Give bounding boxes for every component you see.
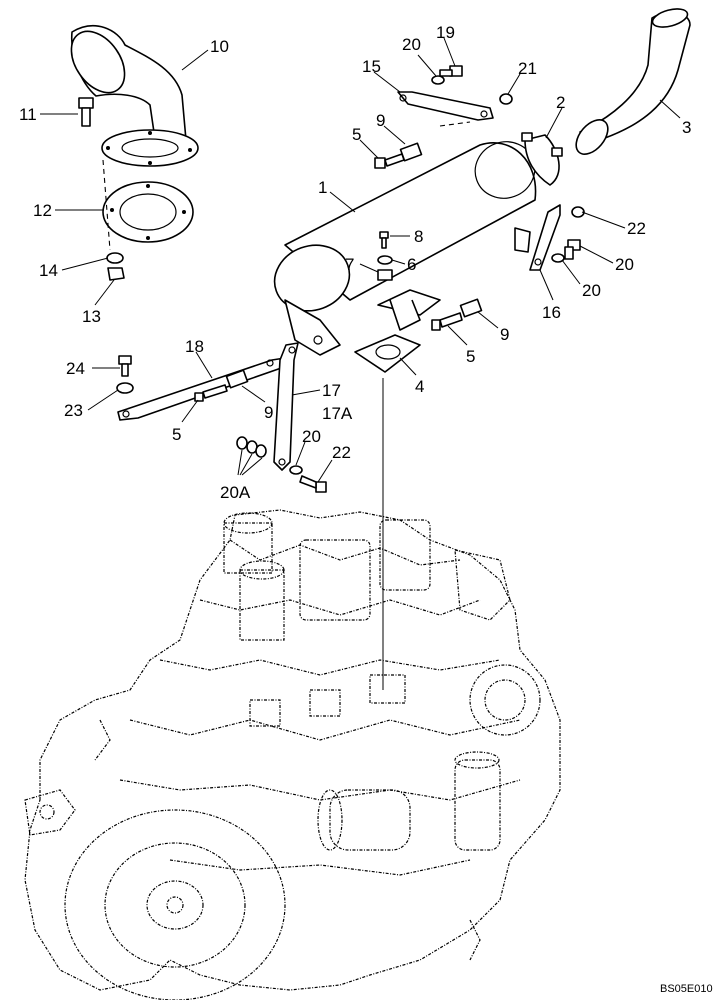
bolt-5-right: [431, 312, 463, 331]
exhaust-elbow: [70, 25, 199, 167]
callout-20-top: 20: [402, 35, 421, 54]
callout-19-top: 19: [436, 23, 455, 42]
callout-8: 8: [414, 227, 423, 246]
engine-block: [24, 509, 561, 1000]
callout-2: 2: [556, 93, 565, 112]
lower-left-strap: [117, 357, 288, 421]
callout-20-side: 20: [582, 281, 601, 300]
callout-24: 24: [66, 359, 85, 378]
callout-6: 6: [407, 255, 416, 274]
lower-support: [273, 342, 299, 471]
callout-10: 10: [210, 37, 229, 56]
nut-21-top: [499, 93, 513, 105]
bolt-24: [118, 355, 132, 377]
leader-lines: [40, 37, 681, 483]
callout-9-lower: 9: [264, 403, 273, 422]
tail-pipe: [575, 8, 691, 155]
callout-14: 14: [39, 261, 58, 280]
clamp: [521, 132, 563, 186]
washer-20-side: [551, 253, 565, 263]
washers-20A: [236, 436, 267, 458]
washer-6: [377, 255, 393, 265]
callout-4: 4: [415, 377, 424, 396]
nut-13: [107, 267, 125, 281]
strap-alignment-line: [439, 121, 471, 127]
spacer-9-lower: [225, 369, 249, 389]
callout-15: 15: [362, 57, 381, 76]
callout-17: 17: [322, 381, 341, 400]
callout-21-side: 22: [627, 219, 646, 238]
callout-20A: 20A: [220, 483, 251, 502]
nut-7: [377, 269, 393, 281]
callout-23: 23: [64, 401, 83, 420]
bolt-5-upper: [374, 153, 405, 169]
nut-21-side: [571, 206, 585, 218]
callout-5-lower: 5: [172, 425, 181, 444]
inlet-gasket: [354, 334, 421, 373]
callout-3: 3: [682, 118, 691, 137]
callout-18: 18: [185, 337, 204, 356]
callout-16: 16: [542, 303, 561, 322]
callout-7: 7: [345, 255, 354, 274]
callout-9-upper: 9: [376, 111, 385, 130]
callout-1: 1: [318, 178, 327, 197]
washer-20-lower: [289, 465, 303, 475]
washer-14: [106, 252, 124, 264]
spacer-9-right: [459, 298, 483, 318]
callout-9-right: 9: [500, 325, 509, 344]
washer-23: [116, 382, 134, 394]
bolt-19-side: [564, 239, 581, 260]
callout-5-upper: 5: [352, 125, 361, 144]
callout-20-lower: 20: [302, 427, 321, 446]
callout-22: 22: [332, 443, 351, 462]
callout-13: 13: [82, 307, 101, 326]
side-strap: [529, 204, 561, 271]
elbow-alignment-line: [102, 159, 111, 251]
callout-17A: 17A: [322, 404, 353, 423]
bolt-19-top: [439, 65, 463, 77]
bolt-8: [379, 231, 389, 249]
figure-code: BS05E010: [660, 983, 713, 995]
callout-11: 11: [19, 105, 37, 124]
callout-21-top: 21: [518, 59, 537, 78]
callout-19-side: 20: [615, 255, 634, 274]
callout-labels: 10 11 12 14 13 15 20 19 21 2 3 5 9 1 8 7…: [19, 23, 691, 502]
callout-5-right: 5: [466, 347, 475, 366]
callout-12: 12: [33, 201, 52, 220]
bolt-22: [299, 475, 327, 493]
upper-strap: [397, 91, 494, 121]
bolt-5-lower: [194, 384, 228, 402]
muffler: [273, 141, 537, 356]
spacer-9-upper: [399, 142, 423, 162]
bolt-11: [78, 97, 94, 127]
elbow-gasket: [102, 181, 194, 243]
washer-20-top: [431, 75, 445, 85]
